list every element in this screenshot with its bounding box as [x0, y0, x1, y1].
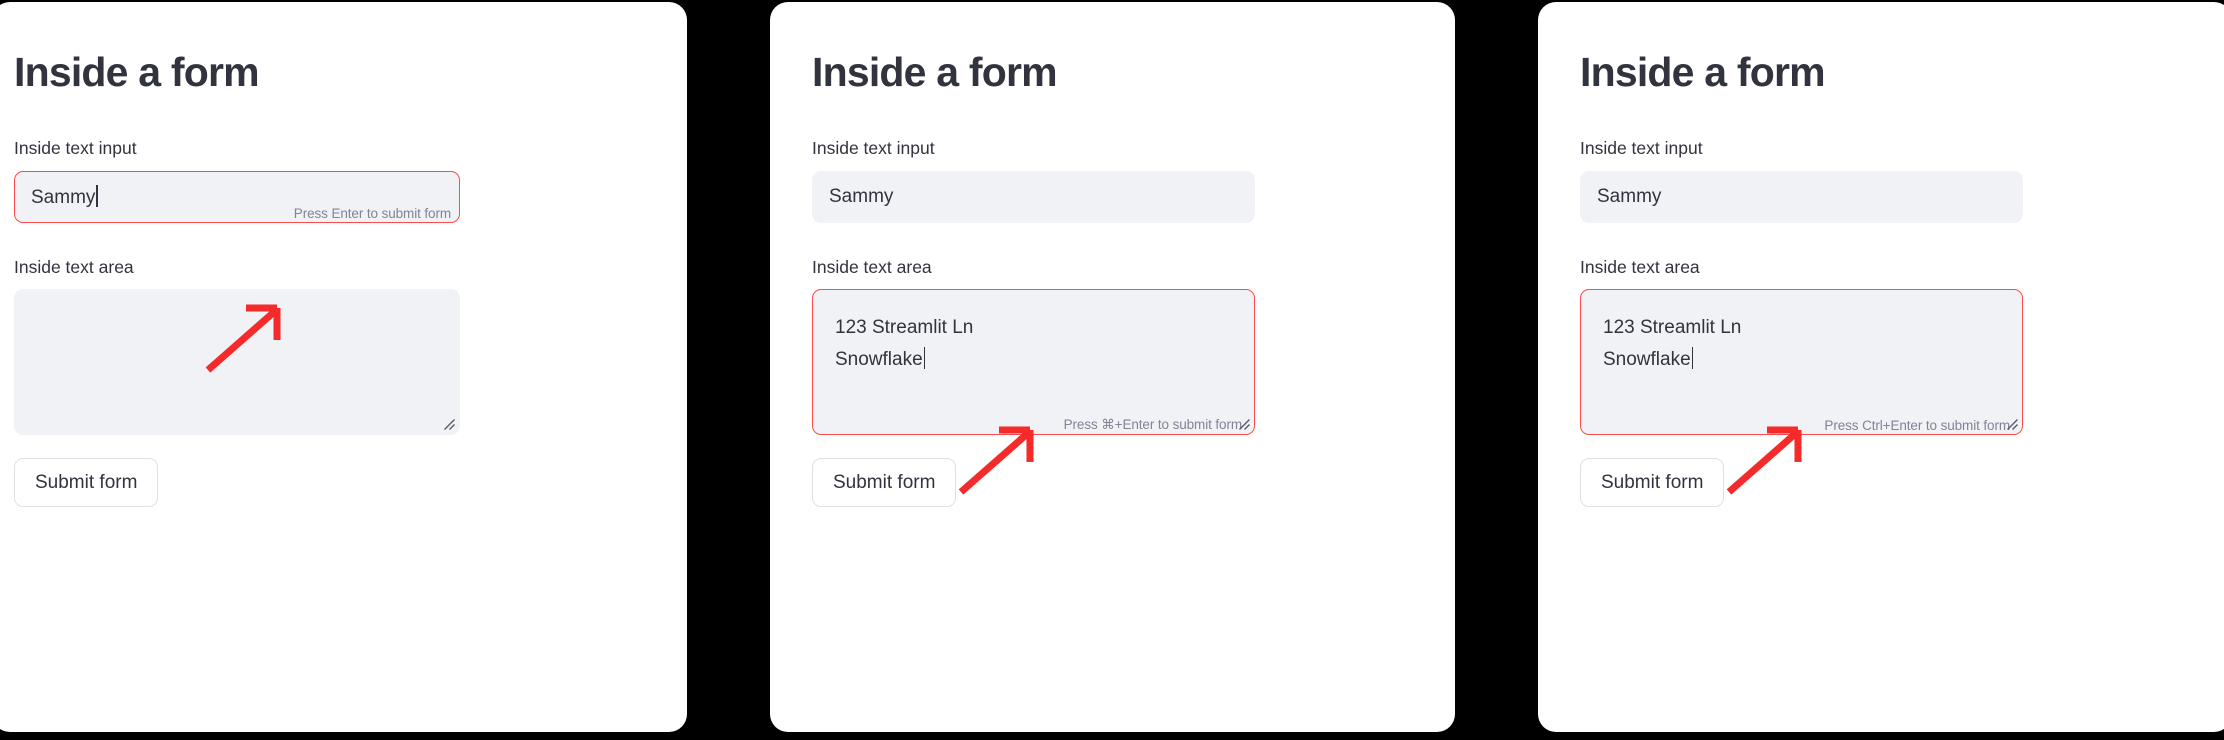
text-input-field[interactable]: Sammy Press Enter to submit form [14, 171, 460, 223]
text-area-field[interactable] [14, 289, 460, 435]
text-area-field[interactable]: 123 Streamlit Ln Snowflake Press Ctrl+En… [1580, 289, 2023, 435]
text-input-label: Inside text input [1580, 138, 1703, 158]
page-title: Inside a form [14, 49, 260, 95]
page-title: Inside a form [1580, 49, 1826, 95]
text-area-label: Inside text area [812, 257, 932, 277]
text-input-field[interactable]: Sammy [1580, 171, 2023, 223]
resize-grip-icon[interactable] [2004, 416, 2020, 432]
text-input-caret [96, 185, 98, 207]
text-area-submit-hint: Press ⌘+Enter to submit form [1063, 417, 1242, 432]
text-area-value-wrapper: 123 Streamlit Ln Snowflake [1603, 312, 1741, 376]
text-input-value: Sammy [1597, 186, 1662, 207]
resize-grip-icon[interactable] [441, 416, 457, 432]
text-input-label: Inside text input [812, 138, 935, 158]
text-input-value: Sammy [829, 186, 894, 207]
resize-grip-icon[interactable] [1236, 416, 1252, 432]
text-area-caret [1691, 347, 1694, 369]
text-area-value-wrapper: 123 Streamlit Ln Snowflake [835, 312, 973, 376]
text-input-submit-hint: Press Enter to submit form [293, 206, 451, 221]
panel-3-inner: Inside a form Inside text input Sammy In… [1538, 2, 2224, 732]
text-input-value-wrapper: Sammy [1597, 186, 1661, 208]
text-area-submit-hint: Press Ctrl+Enter to submit form [1824, 418, 2010, 433]
text-input-label: Inside text input [14, 138, 137, 158]
text-area-value: 123 Streamlit Ln Snowflake [1603, 317, 1742, 370]
panel-1-inner: Inside a form Inside text input Sammy Pr… [0, 2, 687, 732]
text-area-caret [923, 347, 926, 369]
text-area-label: Inside text area [14, 257, 134, 277]
submit-form-button[interactable]: Submit form [1580, 458, 1725, 507]
text-area-label: Inside text area [1580, 257, 1700, 277]
page-title: Inside a form [812, 49, 1058, 95]
form-panel-2: Inside a form Inside text input Sammy In… [770, 2, 1455, 732]
submit-form-button[interactable]: Submit form [14, 458, 159, 507]
text-input-field[interactable]: Sammy [812, 171, 1255, 223]
submit-form-button[interactable]: Submit form [812, 458, 957, 507]
text-input-value-wrapper: Sammy [829, 186, 893, 208]
text-area-value: 123 Streamlit Ln Snowflake [835, 317, 974, 370]
text-area-field[interactable]: 123 Streamlit Ln Snowflake Press ⌘+Enter… [812, 289, 1255, 435]
text-input-value: Sammy [31, 187, 96, 208]
form-panel-1: Inside a form Inside text input Sammy Pr… [0, 2, 687, 732]
form-panel-3: Inside a form Inside text input Sammy In… [1538, 2, 2224, 732]
text-input-value-wrapper: Sammy [31, 185, 98, 209]
panel-2-inner: Inside a form Inside text input Sammy In… [770, 2, 1455, 732]
